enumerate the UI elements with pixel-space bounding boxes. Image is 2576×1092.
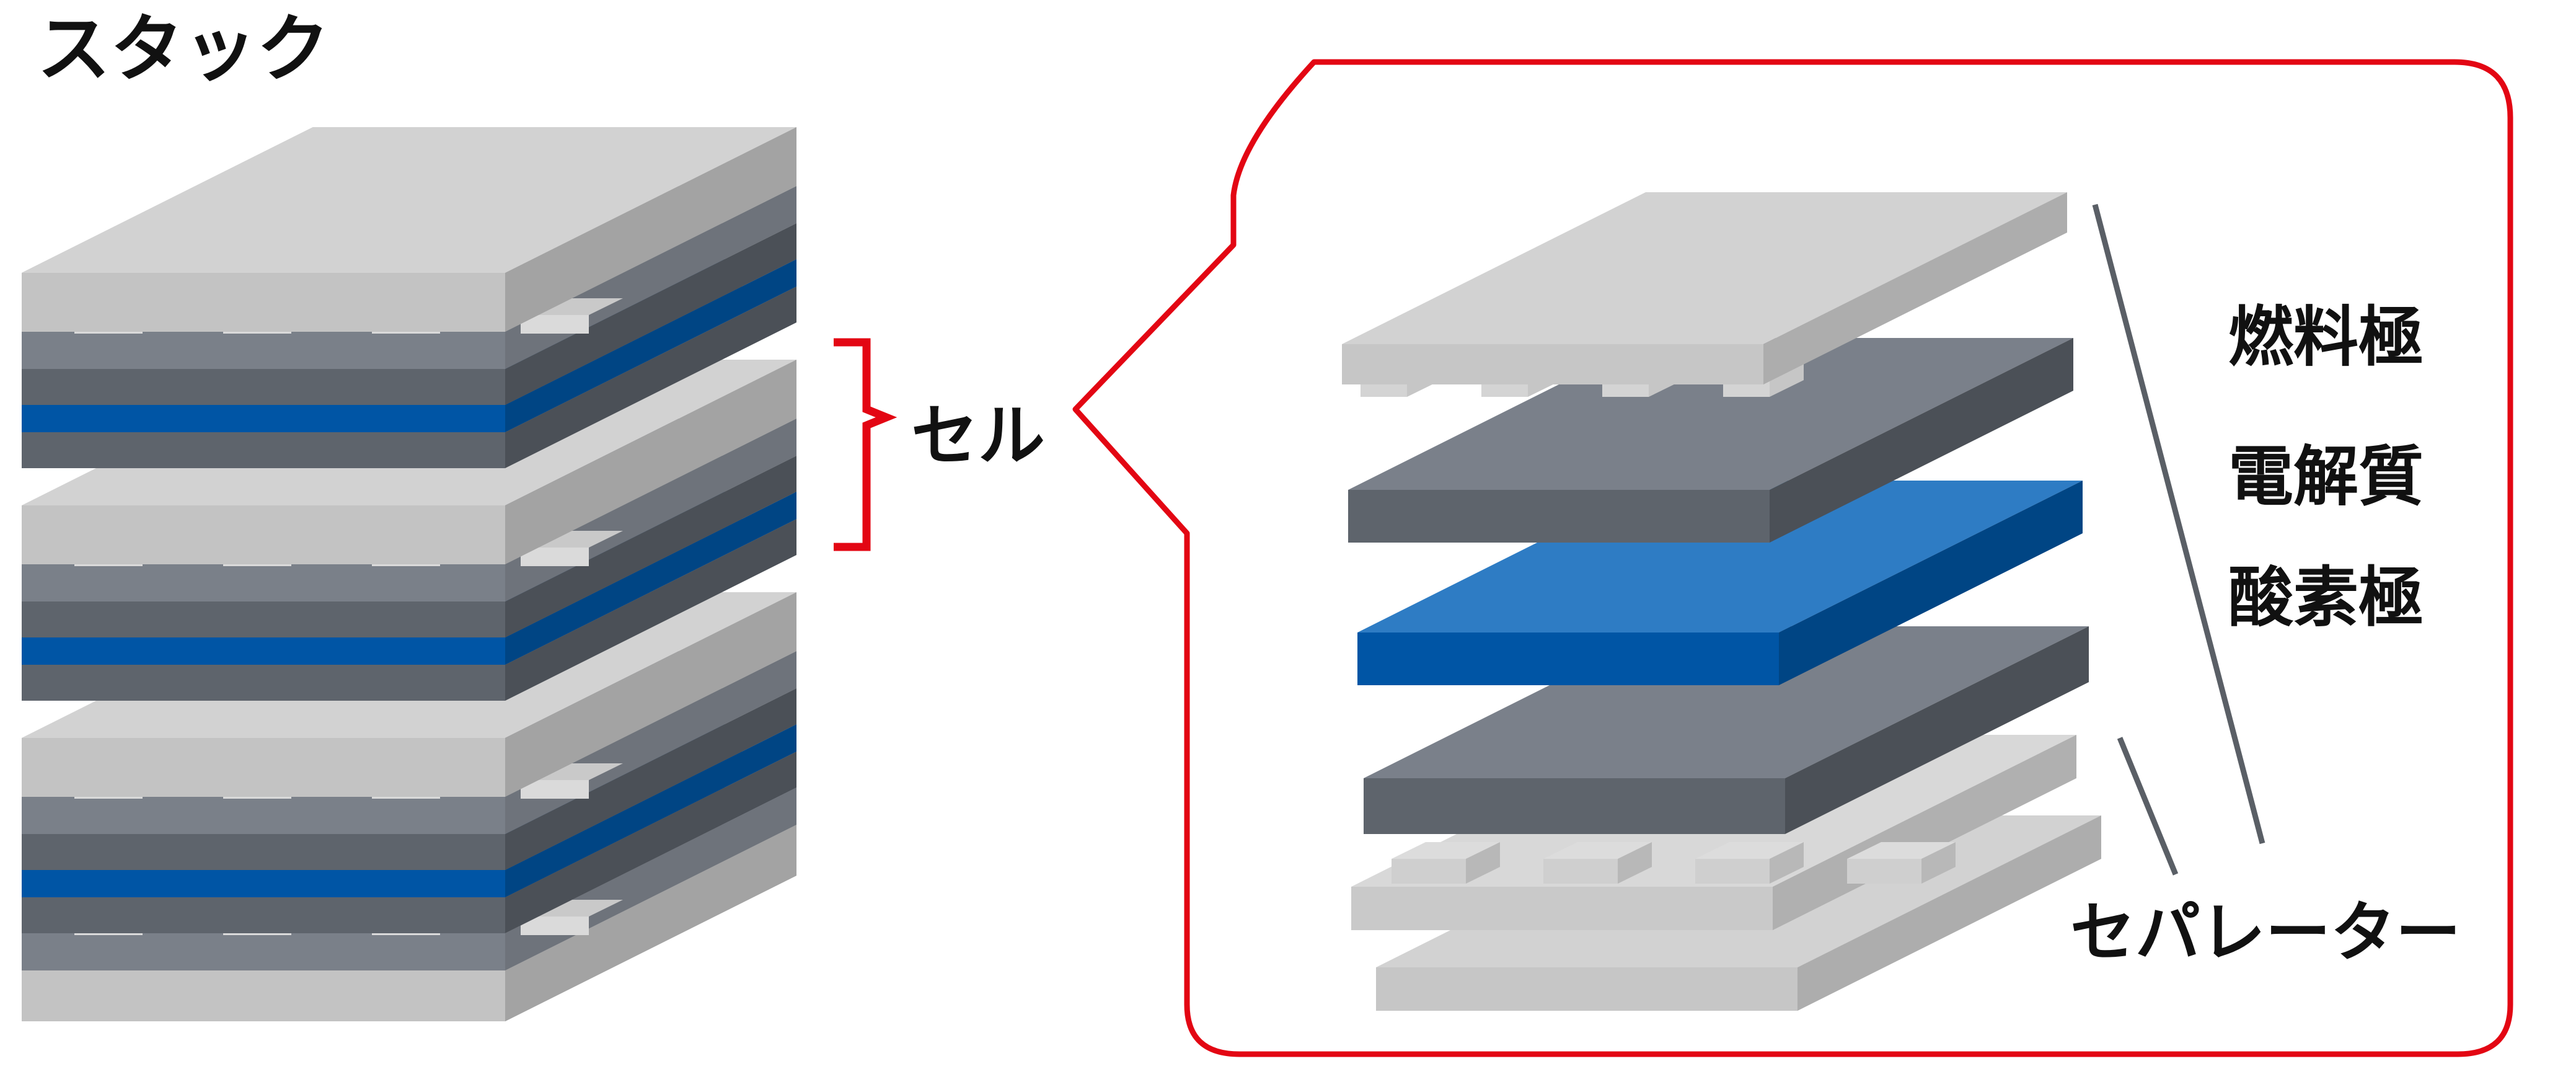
exploded-oxygen-electrode	[1364, 626, 2089, 834]
cell-bracket	[834, 338, 898, 551]
exploded-electrolyte	[1357, 481, 2083, 685]
stack-separator-top	[22, 127, 796, 332]
label-separator: セパレーター	[2070, 895, 2461, 970]
leader-line-separator-top	[2092, 203, 2265, 845]
page-title: スタック	[37, 6, 330, 92]
label-oxygen-electrode: 酸素極	[2228, 560, 2424, 636]
leader-line-separator-bottom	[2117, 737, 2179, 876]
exploded-cell-view	[1342, 192, 2101, 1011]
exploded-separator-top	[1342, 192, 2067, 397]
leader-lines	[2092, 203, 2265, 876]
label-fuel-electrode: 燃料極	[2228, 300, 2424, 375]
stack-assembly	[22, 127, 796, 1021]
exploded-separator-bottom-ribs	[1392, 842, 1956, 884]
exploded-fuel-electrode	[1348, 338, 2073, 543]
callout-balloon	[1072, 59, 2513, 1057]
cell-bracket-label: セル	[911, 397, 1045, 475]
label-electrolyte: 電解質	[2228, 439, 2424, 515]
